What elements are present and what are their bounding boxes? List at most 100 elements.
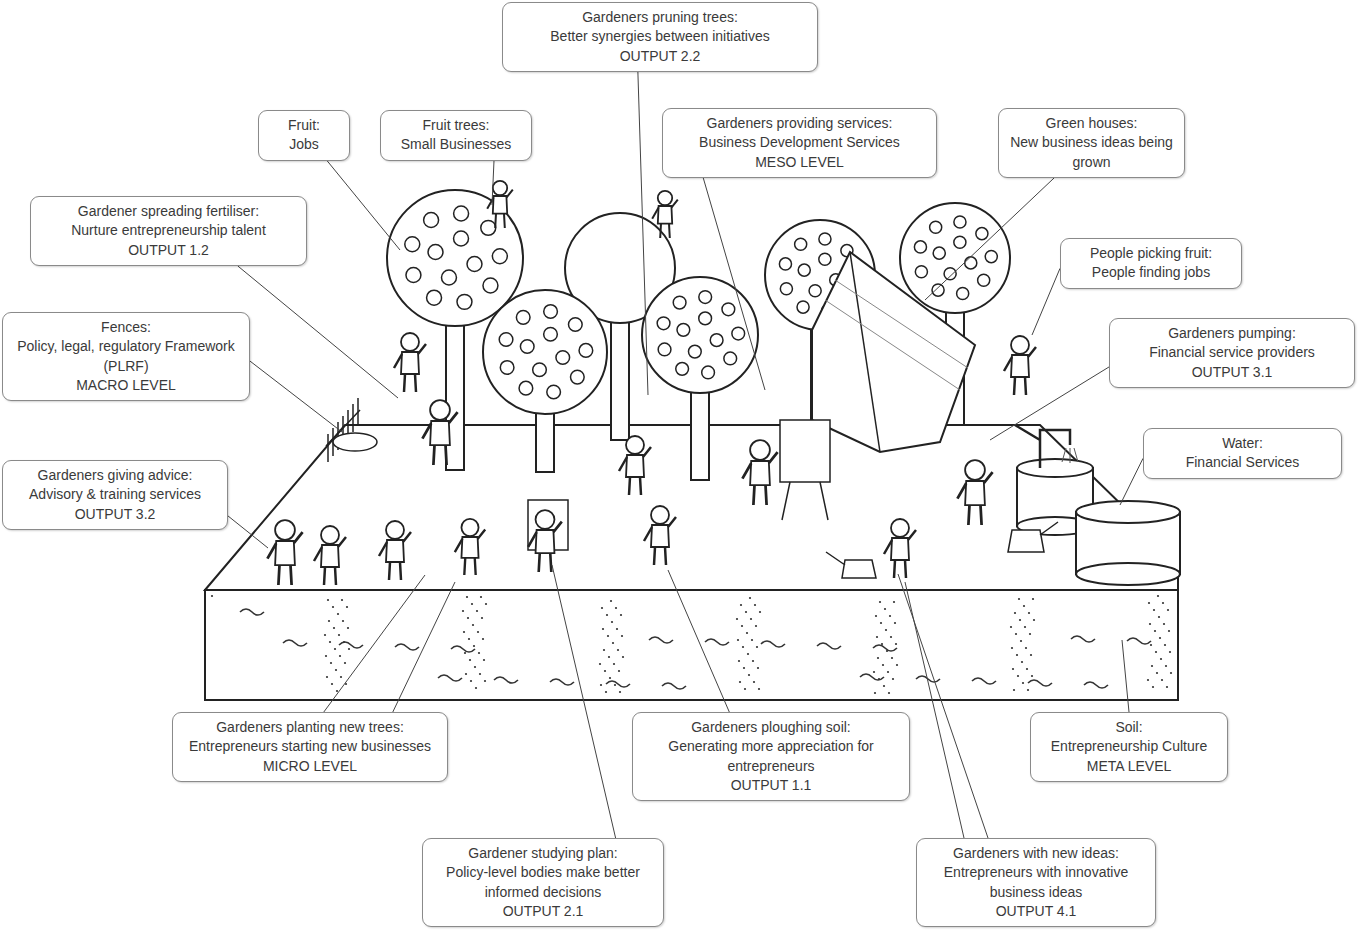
figure-head [750, 440, 770, 460]
soil-speck [742, 646, 744, 648]
fruit [797, 301, 809, 313]
soil-speck [741, 625, 743, 627]
soil-texture [211, 595, 1172, 694]
soil-speck [874, 692, 876, 694]
figure-head [386, 521, 404, 539]
leader-line [250, 361, 342, 432]
callout-body: Business Development Services [672, 133, 927, 152]
soil-speck [745, 611, 747, 613]
fruit [500, 361, 514, 375]
gardener-figure [487, 181, 513, 228]
soil-speck [325, 655, 327, 657]
soil-speck [464, 652, 466, 654]
figure-head [401, 333, 419, 351]
worm [761, 641, 785, 647]
soil-speck [621, 635, 623, 637]
soil-speck [1147, 679, 1149, 681]
soil-speck [885, 629, 887, 631]
fruit [569, 318, 583, 332]
fruit [819, 253, 831, 265]
soil-speck [1149, 623, 1151, 625]
leader-line [552, 565, 616, 838]
fruit [428, 244, 443, 259]
leader-line [990, 367, 1109, 440]
soil-speck [747, 653, 749, 655]
worm [395, 644, 419, 650]
soil-speck [609, 677, 611, 679]
figure-body [536, 530, 555, 553]
fruit [677, 323, 690, 336]
leader-line [492, 161, 494, 205]
soil-speck [891, 657, 893, 659]
callout-level: OUTPUT 1.1 [642, 776, 900, 795]
callout-body: New business ideas being grown [1008, 133, 1175, 172]
worm [972, 678, 996, 684]
soil-speck [618, 670, 620, 672]
soil-speck [1165, 665, 1167, 667]
fruit [533, 363, 547, 377]
soil-speck [341, 599, 343, 601]
soil-speck [1023, 605, 1025, 607]
fruit [933, 247, 945, 259]
soil-speck [327, 599, 329, 601]
fruit [688, 345, 701, 358]
soil-speck [335, 669, 337, 671]
gardener-figure [267, 520, 302, 585]
callout-heading: Soil: [1040, 718, 1218, 737]
callout-level: OUTPUT 2.2 [512, 47, 808, 66]
tank-top [1017, 459, 1093, 477]
tank-top [1076, 501, 1180, 523]
soil-speck [740, 604, 742, 606]
soil-speck [737, 639, 739, 641]
fruit [519, 381, 533, 395]
soil-speck [472, 624, 474, 626]
soil-speck [753, 681, 755, 683]
fruit [544, 305, 558, 319]
fruit [930, 221, 942, 233]
soil-speck [1031, 675, 1033, 677]
callout-heading: Gardeners ploughing soil: [642, 718, 900, 737]
callout-box: Gardeners providing services:Business De… [662, 108, 937, 178]
gardener-figure [455, 519, 485, 575]
soil-speck [1033, 619, 1035, 621]
soil-speck [615, 607, 617, 609]
fruit [809, 285, 821, 297]
soil-speck [892, 678, 894, 680]
worm [240, 609, 264, 615]
soil-speck [469, 659, 471, 661]
fruit [454, 231, 469, 246]
fruit [954, 236, 966, 248]
callout-level: OUTPUT 4.1 [926, 902, 1146, 921]
worm [1084, 682, 1108, 688]
soil-speck [465, 673, 467, 675]
greenhouse-drawing [812, 252, 975, 452]
soil-speck [613, 663, 615, 665]
soil-speck [339, 655, 341, 657]
soil-speck [1032, 598, 1034, 600]
gardener-figure [884, 519, 916, 578]
leader-line [925, 178, 1054, 300]
water-drops [1062, 448, 1078, 463]
figure-body [493, 196, 507, 214]
gardener-figure [957, 460, 992, 525]
tank-bottom [1076, 563, 1180, 585]
leader-line [638, 72, 648, 395]
soil-speck [894, 622, 896, 624]
soil-speck [896, 664, 898, 666]
worm [438, 675, 462, 681]
callout-box: Fruit trees:Small Businesses [380, 110, 532, 161]
soil-block [205, 590, 1178, 700]
fruit [722, 303, 735, 316]
callout-heading: Fences: [12, 318, 240, 337]
soil-speck [611, 621, 613, 623]
figure-body [321, 545, 339, 567]
leader-line [393, 582, 455, 712]
figure-head [1011, 336, 1029, 354]
callout-heading: Gardeners pruning trees: [512, 8, 808, 27]
figure-head [493, 181, 507, 195]
fruit [658, 343, 671, 356]
figure-body [401, 352, 419, 374]
soil-speck [478, 652, 480, 654]
figure-head [891, 519, 909, 537]
soil-speck [482, 638, 484, 640]
